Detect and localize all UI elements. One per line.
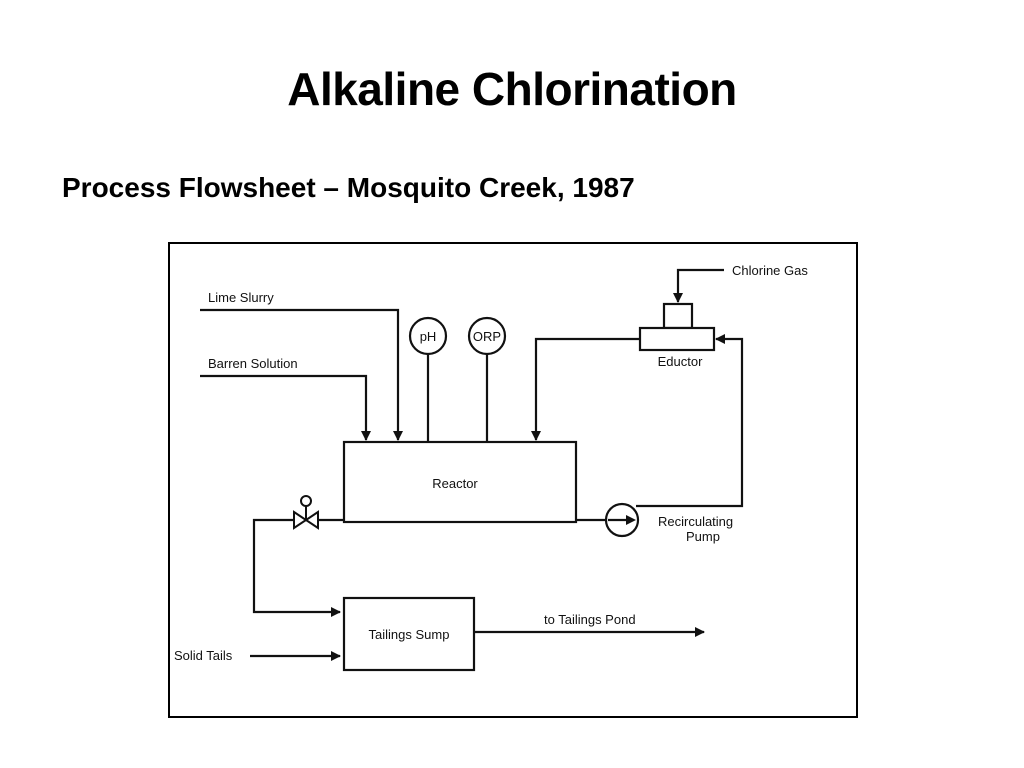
chlorine-gas-stream: Chlorine Gas: [673, 263, 808, 303]
barren-solution-stream: Barren Solution: [200, 356, 371, 441]
flowsheet-figure: Lime Slurry Barren Solution pH ORP React…: [168, 242, 858, 718]
eductor-to-reactor-line: [531, 337, 640, 441]
pump-to-eductor-line: [636, 334, 744, 508]
orp-label: ORP: [473, 329, 501, 344]
slide-title: Alkaline Chlorination: [287, 63, 737, 115]
recirculating-pump-node: Recirculating Pump: [604, 502, 733, 544]
eductor-node: Eductor: [638, 302, 716, 369]
slide-subtitle: Process Flowsheet – Mosquito Creek, 1987: [62, 172, 635, 203]
lime-slurry-label: Lime Slurry: [208, 290, 274, 305]
reactor-node: Reactor: [342, 440, 578, 524]
pump-label-line2: Pump: [686, 529, 720, 544]
orp-sensor: ORP: [467, 316, 507, 442]
ph-sensor: pH: [408, 316, 448, 442]
tailings-sump-label: Tailings Sump: [369, 627, 450, 642]
pump-label-line1: Recirculating: [658, 514, 733, 529]
lime-slurry-stream: Lime Slurry: [200, 290, 403, 441]
reactor-label: Reactor: [432, 476, 478, 491]
eductor-label: Eductor: [658, 354, 703, 369]
tailings-sump-node: Tailings Sump: [342, 596, 476, 672]
solid-tails-label: Solid Tails: [174, 648, 233, 663]
barren-solution-label: Barren Solution: [208, 356, 298, 371]
flowsheet-diagram: Lime Slurry Barren Solution pH ORP React…: [174, 263, 808, 672]
to-tailings-pond-label: to Tailings Pond: [544, 612, 636, 627]
chlorine-gas-label: Chlorine Gas: [732, 263, 808, 278]
ph-label: pH: [420, 329, 437, 344]
reactor-to-sump-stream: [252, 518, 344, 617]
solid-tails-stream: Solid Tails: [174, 648, 341, 663]
control-valve-icon: [293, 495, 319, 530]
to-tailings-pond-stream: to Tailings Pond: [474, 612, 705, 637]
